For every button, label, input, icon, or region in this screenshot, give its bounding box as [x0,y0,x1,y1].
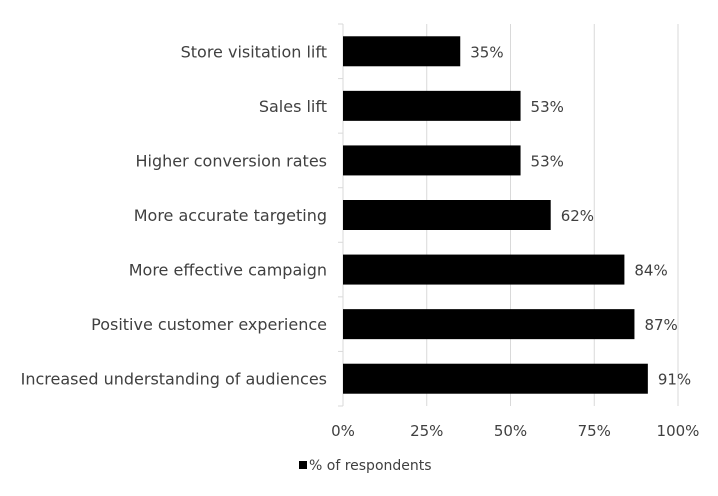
bar [343,36,461,67]
legend-swatch [299,461,307,469]
category-label: More effective campaign [129,261,327,280]
x-tick-label: 0% [331,422,355,440]
bar [343,363,648,394]
legend: % of respondents [299,458,432,474]
x-tick-label: 75% [578,422,611,440]
data-label: 91% [658,371,691,389]
category-label: Sales lift [259,97,327,116]
bar [343,145,521,176]
x-tick-label: 50% [494,422,527,440]
x-tick-label: 25% [410,422,443,440]
bar [343,90,521,121]
bars [343,36,648,394]
data-labels: 35% 53% 53% 62% 84% 87% 91% [470,43,691,388]
category-label: Higher conversion rates [135,151,327,170]
data-label: 84% [634,262,667,280]
data-label: 53% [531,152,564,170]
bar [343,254,625,285]
bar [343,200,551,230]
bar [343,309,635,340]
data-label: 87% [644,316,677,334]
category-label: Store visitation lift [181,42,327,61]
x-tick-label: 100% [657,422,700,440]
category-label: Positive customer experience [91,315,327,334]
data-label: 53% [531,98,564,116]
data-label: 35% [470,43,503,61]
category-label: More accurate targeting [134,206,327,225]
x-tick-labels: 0% 25% 50% 75% 100% [331,422,699,440]
data-label: 62% [561,207,594,225]
category-label: Increased understanding of audiences [21,370,327,389]
legend-label: % of respondents [309,458,432,474]
